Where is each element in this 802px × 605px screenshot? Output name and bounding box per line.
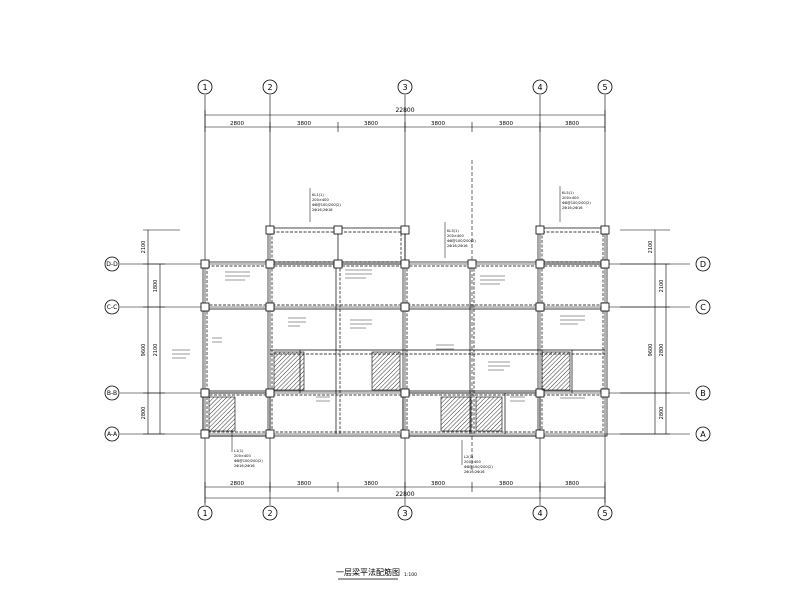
top-dim-seg-2: 3800 xyxy=(297,121,311,127)
right-dim-seg-4: 2800 xyxy=(659,407,665,420)
beam-label-text: Φ8@100/200(2) xyxy=(447,239,476,243)
grid-axis-b-left: B-B xyxy=(107,390,117,397)
grid-axis-c-right: C xyxy=(700,303,706,312)
beam-label-text: KL3(1) xyxy=(447,229,459,233)
top-dim-seg-6: 3800 xyxy=(565,121,579,127)
bottom-dim-seg-6: 3800 xyxy=(565,481,579,487)
top-dim-seg-3: 3800 xyxy=(364,121,378,127)
beam-label-text: L2(1) xyxy=(464,455,474,459)
bottom-dim-seg-4: 3800 xyxy=(431,481,445,487)
left-dim-seg-1: 2100 xyxy=(141,241,147,254)
top-segment-dimensions: 2800 3800 3800 3800 3800 3800 xyxy=(230,121,579,127)
grid-axis-d-right: D xyxy=(700,260,706,269)
left-total-dimension: 9600 xyxy=(141,344,147,357)
right-dimension-chain xyxy=(620,229,670,435)
top-dim-seg-4: 3800 xyxy=(431,121,445,127)
top-dim-seg-5: 3800 xyxy=(499,121,513,127)
grid-axis-4-bottom: 4 xyxy=(537,509,542,518)
drawing-scale: 1:100 xyxy=(404,572,417,578)
beam-label-text: 2Φ16;2Φ16 xyxy=(464,470,485,474)
grid-axis-4-top: 4 xyxy=(537,83,542,92)
grid-labels-left: D-D C-C B-B A-A xyxy=(106,261,118,438)
grid-axis-2-top: 2 xyxy=(267,83,272,92)
beam-label-text: KL1(1) xyxy=(312,193,324,197)
grid-labels-right: D C B A xyxy=(700,260,706,439)
beam-label-top-left: KL1(1) 200×400 Φ8@100/200(2) 2Φ16;2Φ16 xyxy=(312,193,341,212)
grid-axis-5-bottom: 5 xyxy=(602,509,607,518)
bottom-dim-seg-3: 3800 xyxy=(364,481,378,487)
beam-label-text: Φ8@100/200(2) xyxy=(312,203,341,207)
left-segment-dimensions: 2100 1800 2100 2800 9600 xyxy=(141,241,159,420)
beam-label-text: Φ8@100/200(2) xyxy=(464,465,493,469)
grid-axis-3-top: 3 xyxy=(402,83,407,92)
right-dim-seg-3: 2800 xyxy=(659,344,665,357)
bottom-dim-seg-2: 3800 xyxy=(297,481,311,487)
left-dim-seg-4: 2800 xyxy=(141,407,147,420)
grid-axis-a-left: A-A xyxy=(107,431,118,438)
beam-label-text: Φ8@100/200(2) xyxy=(234,459,263,463)
left-dim-seg-2: 1800 xyxy=(153,280,159,293)
beam-label-text: KL5(1) xyxy=(562,191,574,195)
grid-axis-3-bottom: 3 xyxy=(402,509,407,518)
hatched-openings xyxy=(208,351,571,432)
left-dim-seg-3: 2100 xyxy=(153,344,159,357)
beam-label-text: 200×400 xyxy=(234,454,251,458)
top-dim-seg-1: 2800 xyxy=(230,121,244,127)
grid-axis-a-right: A xyxy=(700,430,706,439)
beam-label-text: 2Φ16;2Φ16 xyxy=(312,208,333,212)
grid-axis-2-bottom: 2 xyxy=(267,509,272,518)
grid-axis-1-top: 1 xyxy=(202,83,207,92)
beam-label-text: 2Φ16;2Φ16 xyxy=(562,206,583,210)
right-dim-seg-1: 2100 xyxy=(648,241,654,254)
beam-label-text: 2Φ16;2Φ16 xyxy=(447,244,468,248)
right-segment-dimensions: 2100 2100 2800 2800 9600 xyxy=(648,241,665,420)
beam-label-bottom-mid: L2(1) 200×400 Φ8@100/200(2) 2Φ16;2Φ16 xyxy=(464,455,493,474)
grid-axis-1-bottom: 1 xyxy=(202,509,207,518)
left-dimension-chain xyxy=(143,229,180,435)
bottom-dim-seg-1: 2800 xyxy=(230,481,244,487)
drawing-title: 一层梁平法配筋图 xyxy=(336,567,400,577)
beam-label-text: 200×400 xyxy=(312,198,329,202)
beam-label-text: Φ8@100/200(2) xyxy=(562,201,591,205)
annotation-leaders xyxy=(231,186,561,465)
beam-label-text: 200×400 xyxy=(562,196,579,200)
beam-label-bottom-left: L1(1) 200×400 Φ8@100/200(2) 2Φ16;2Φ16 xyxy=(234,449,263,468)
beam-label-text: 200×400 xyxy=(464,460,481,464)
grid-lines xyxy=(120,95,690,505)
beam-label-top-mid: KL3(1) 200×400 Φ8@100/200(2) 2Φ16;2Φ16 xyxy=(447,229,476,248)
bay-annotation-marks xyxy=(172,269,585,402)
bottom-segment-dimensions: 2800 3800 3800 3800 3800 3800 xyxy=(230,481,579,487)
grid-axis-b-right: B xyxy=(700,389,706,398)
beam-label-top-right: KL5(1) 200×400 Φ8@100/200(2) 2Φ16;2Φ16 xyxy=(562,191,591,210)
columns xyxy=(200,225,610,439)
grid-axis-d-left: D-D xyxy=(106,261,118,268)
grid-labels-top: 1 2 3 4 5 xyxy=(202,83,607,92)
beam-label-text: 2Φ16;2Φ16 xyxy=(234,464,255,468)
right-dim-seg-2: 2100 xyxy=(659,280,665,293)
beam-label-text: 200×400 xyxy=(447,234,464,238)
grid-labels-bottom: 1 2 3 4 5 xyxy=(202,509,607,518)
right-total-dimension: 9600 xyxy=(648,344,654,357)
grid-bubbles-left xyxy=(104,256,120,442)
grid-bubbles-right xyxy=(695,256,711,442)
grid-bubbles-bottom xyxy=(197,505,613,521)
grid-axis-5-top: 5 xyxy=(602,83,607,92)
grid-axis-c-left: C-C xyxy=(107,304,118,311)
grid-bubbles-top xyxy=(197,79,613,95)
bottom-dim-seg-5: 3800 xyxy=(499,481,513,487)
beam-label-text: L1(1) xyxy=(234,449,244,453)
